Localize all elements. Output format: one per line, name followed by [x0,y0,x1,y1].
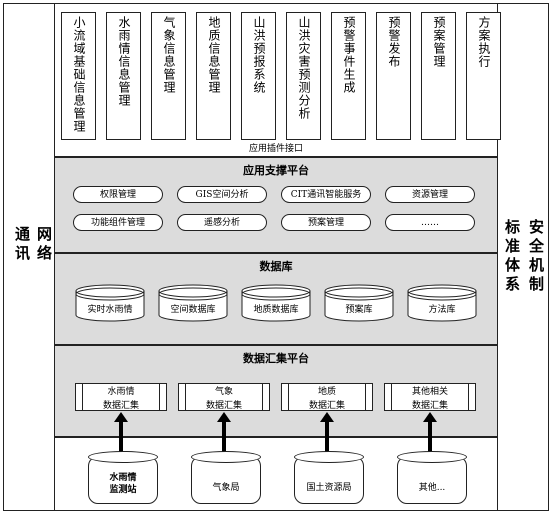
data-source: 水雨情监测站 [88,451,158,504]
data-source: 其他... [397,451,467,504]
data-source: 国土资源局 [294,451,364,504]
up-arrow-icon [217,412,231,454]
app-module: 预案管理 [418,12,456,147]
database-title: 数据库 [259,260,293,273]
database-cylinder: 方法库 [407,284,477,322]
support-platform-band: 应用支撑平台 权限管理 GIS空间分析 CIT通讯智能服务 资源管理 功能组件管… [55,157,497,253]
database-cylinder: 预案库 [324,284,394,322]
up-arrow-icon [423,412,437,454]
database-cylinder: 实时水雨情 [75,284,145,322]
standards-security-panel: 标准体系 安全机制 [497,3,549,511]
app-module: 小流域基础信息管理 [58,12,96,147]
support-platform-title: 应用支撑平台 [243,164,309,177]
support-item: CIT通讯智能服务 [281,186,371,203]
collection-box: 地质数据汇集 [281,383,373,411]
support-item: …… [385,214,475,231]
application-layer: 小流域基础信息管理 水雨情信息管理 气象信息管理 地质信息管理 山洪预报系统 山… [55,3,501,157]
collection-box: 气象数据汇集 [178,383,270,411]
data-source: 气象局 [191,451,261,504]
comm-network-panel: 通讯 网络 [3,3,55,511]
plugin-interface-label: 应用插件接口 [248,144,303,154]
support-item: 资源管理 [385,186,475,203]
network-label: 网络 [35,226,53,264]
collection-box: 其他相关数据汇集 [384,383,476,411]
support-item: 功能组件管理 [73,214,163,231]
support-item: GIS空间分析 [177,186,267,203]
app-module: 水雨情信息管理 [103,12,141,147]
standards-label: 标准体系 [503,219,521,295]
collection-platform-title: 数据汇集平台 [243,352,309,365]
app-module: 方案执行 [463,12,501,147]
security-label: 安全机制 [527,219,545,295]
up-arrow-icon [320,412,334,454]
app-module: 地质信息管理 [193,12,231,147]
app-module: 预警事件生成 [328,12,366,147]
app-module: 山洪预报系统 [238,12,276,147]
comm-label: 通讯 [13,226,31,264]
up-arrow-icon [114,412,128,454]
database-band: 数据库 实时水雨情 空间数据库 地质数据库 预案库 方法库 [55,253,497,345]
database-cylinder: 空间数据库 [158,284,228,322]
support-item: 预案管理 [281,214,371,231]
app-module: 预警发布 [373,12,411,147]
support-item: 权限管理 [73,186,163,203]
app-module: 山洪灾害预测分析 [283,12,321,147]
support-item: 遥感分析 [177,214,267,231]
app-module: 气象信息管理 [148,12,186,147]
collection-box: 水雨情数据汇集 [75,383,167,411]
database-cylinder: 地质数据库 [241,284,311,322]
